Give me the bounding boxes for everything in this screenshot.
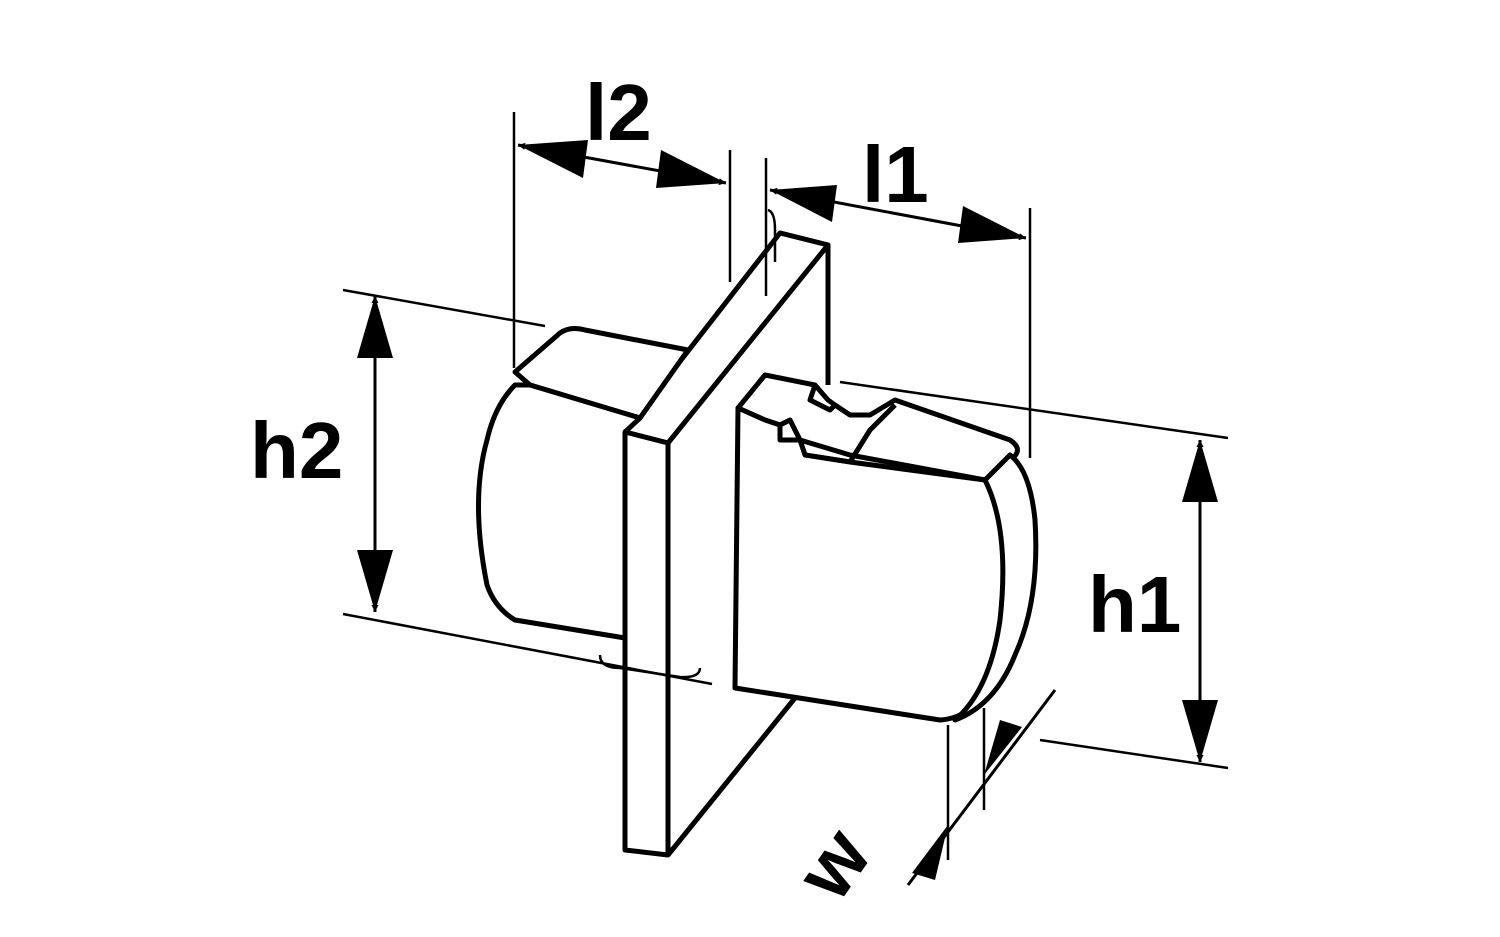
glass-panel <box>622 230 831 858</box>
right-knob <box>732 372 1039 723</box>
label-h2: h2 <box>250 406 343 495</box>
extension-lines <box>342 112 1229 860</box>
label-l1: l1 <box>862 130 929 219</box>
label-h1: h1 <box>1088 560 1181 649</box>
label-l2: l2 <box>585 68 652 157</box>
label-w: w <box>778 812 888 915</box>
left-knob <box>476 326 691 641</box>
arrowheads <box>357 140 1218 880</box>
